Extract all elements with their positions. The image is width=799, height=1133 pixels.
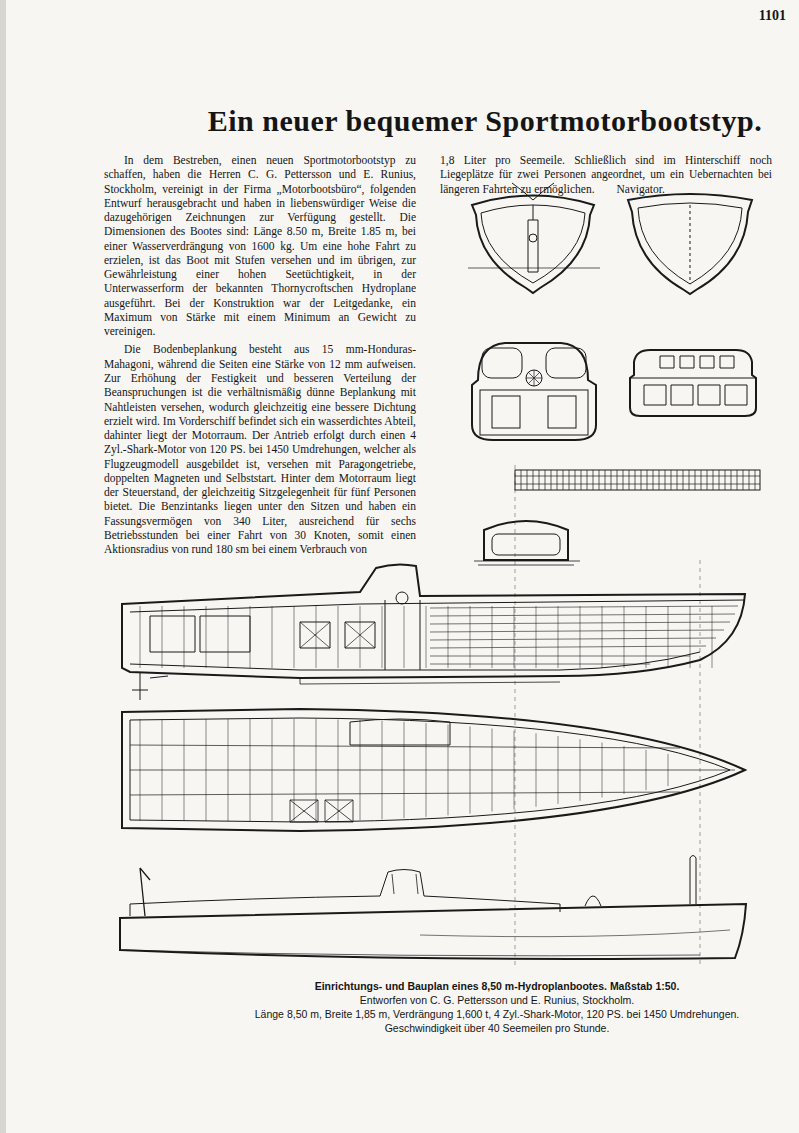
bow-post bbox=[690, 856, 696, 905]
longitudinal-section bbox=[122, 564, 745, 700]
center-line bbox=[690, 205, 691, 284]
engine-symbol bbox=[528, 205, 538, 272]
plank-strip bbox=[515, 470, 760, 490]
tank bbox=[150, 616, 375, 652]
page-number: 1101 bbox=[700, 8, 786, 24]
hull-outline bbox=[472, 343, 596, 440]
ventilator bbox=[585, 896, 601, 906]
propeller-shaft bbox=[132, 672, 168, 700]
cross-section bbox=[628, 194, 752, 294]
station-line bbox=[515, 465, 700, 965]
cockpit bbox=[350, 719, 450, 745]
coaming bbox=[130, 870, 560, 917]
stringer bbox=[130, 745, 735, 795]
hull-plan bbox=[122, 709, 745, 831]
window bbox=[482, 348, 522, 378]
small-section bbox=[474, 521, 580, 565]
inner-line bbox=[130, 600, 745, 670]
panel bbox=[644, 385, 747, 405]
seat bbox=[492, 534, 560, 555]
flagstaff bbox=[140, 868, 150, 916]
caption-line: Länge 8,50 m, Breite 1,85 m, Verdrängung… bbox=[147, 1008, 799, 1020]
bulkhead bbox=[385, 600, 420, 670]
engine-symbol bbox=[529, 234, 537, 242]
paragraph-continuation: 1,8 Liter pro Seemeile. Schließlich sind… bbox=[440, 154, 772, 195]
waterline bbox=[120, 950, 700, 956]
hull-frame bbox=[481, 205, 585, 283]
planking-detail bbox=[515, 470, 760, 490]
body-paragraph: Die Bodenbeplankung besteht aus 15 mm-Ho… bbox=[104, 342, 416, 556]
side-elevation bbox=[120, 856, 746, 960]
frames bbox=[140, 606, 712, 668]
body-paragraph: In dem Bestreben, einen neuen Sportmotor… bbox=[104, 153, 416, 338]
hull-section bbox=[484, 521, 568, 560]
cockpit-view bbox=[472, 343, 596, 440]
waterline bbox=[468, 268, 600, 269]
window bbox=[546, 348, 586, 378]
author-signature: Navigator. bbox=[595, 182, 665, 196]
scan-edge bbox=[0, 0, 6, 1133]
body-paragraph: 1,8 Liter pro Seemeile. Schließlich sind… bbox=[440, 153, 772, 196]
hull-outline bbox=[630, 350, 756, 416]
panel bbox=[548, 396, 576, 428]
hull-side bbox=[120, 904, 746, 959]
plan-view bbox=[122, 709, 745, 831]
plank-lines bbox=[515, 470, 760, 490]
frames bbox=[140, 719, 668, 821]
panel bbox=[480, 390, 588, 435]
hull-profile bbox=[122, 564, 745, 678]
window bbox=[660, 356, 734, 368]
windshield bbox=[392, 874, 418, 894]
hull-section bbox=[472, 196, 594, 294]
tank-cross bbox=[300, 622, 375, 648]
hull-frame bbox=[638, 203, 742, 284]
sheer-line bbox=[420, 930, 730, 937]
hull-step bbox=[300, 678, 560, 684]
caption-line: Entworfen von C. G. Pettersson und E. Ru… bbox=[147, 994, 799, 1006]
steering-wheel bbox=[396, 592, 408, 604]
deck-line bbox=[630, 378, 756, 379]
steering-wheel bbox=[526, 370, 542, 386]
steering-wheel bbox=[526, 370, 542, 386]
planking bbox=[430, 606, 738, 664]
tank-cross bbox=[290, 800, 353, 822]
panel bbox=[492, 396, 520, 428]
caption-line: Geschwindigkeit über 40 Seemeilen pro St… bbox=[147, 1022, 799, 1034]
hull-section bbox=[628, 194, 752, 294]
cross-section bbox=[468, 183, 600, 293]
waterline bbox=[474, 561, 580, 565]
stern-view bbox=[630, 350, 756, 416]
figure-caption: Einrichtungs- und Bauplan eines 8,50 m-H… bbox=[147, 980, 799, 992]
page-title: Ein neuer bequemer Sportmotorbootstyp. bbox=[170, 104, 799, 138]
